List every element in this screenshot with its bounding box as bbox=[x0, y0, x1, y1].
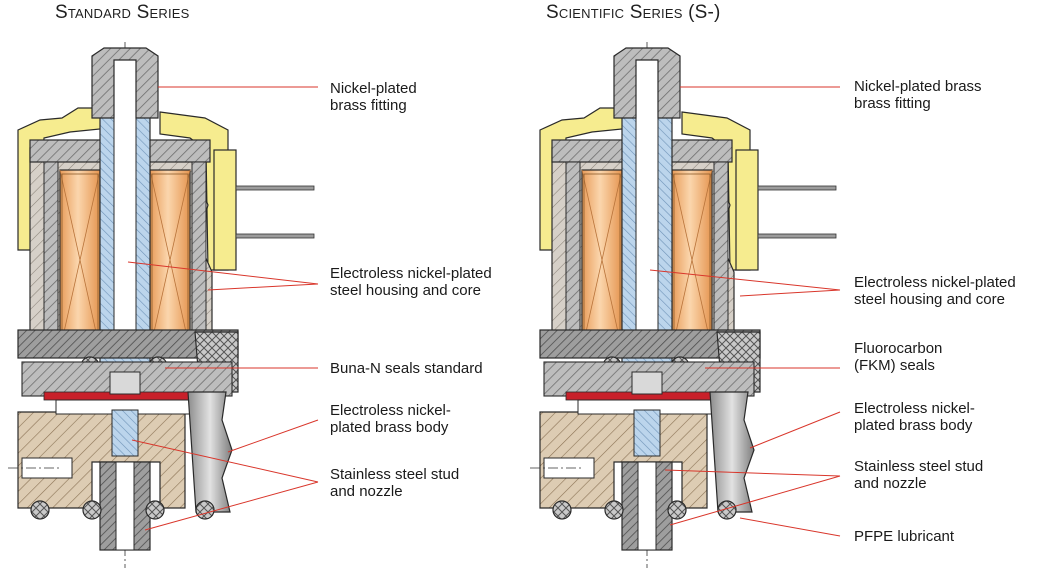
label-lubricant-scientific: PFPE lubricant bbox=[854, 528, 955, 545]
leader-lines-standard bbox=[127, 86, 319, 531]
label-seals-standard: Buna-N seals standard bbox=[330, 360, 483, 377]
title-standard-series: Standard Series bbox=[55, 2, 190, 23]
label-body-standard: Electroless nickel-plated brass body bbox=[330, 402, 451, 436]
title-scientific-series: Scientific Series (S-) bbox=[546, 2, 721, 23]
leader-lines-scientific bbox=[649, 86, 841, 537]
scientific-valve-cutaway bbox=[529, 41, 837, 569]
label-body-scientific: Electroless nickel-plated brass body bbox=[854, 400, 975, 434]
label-seals-scientific: Fluorocarbon(FKM) seals bbox=[854, 340, 943, 374]
standard-valve-cutaway bbox=[7, 41, 315, 569]
